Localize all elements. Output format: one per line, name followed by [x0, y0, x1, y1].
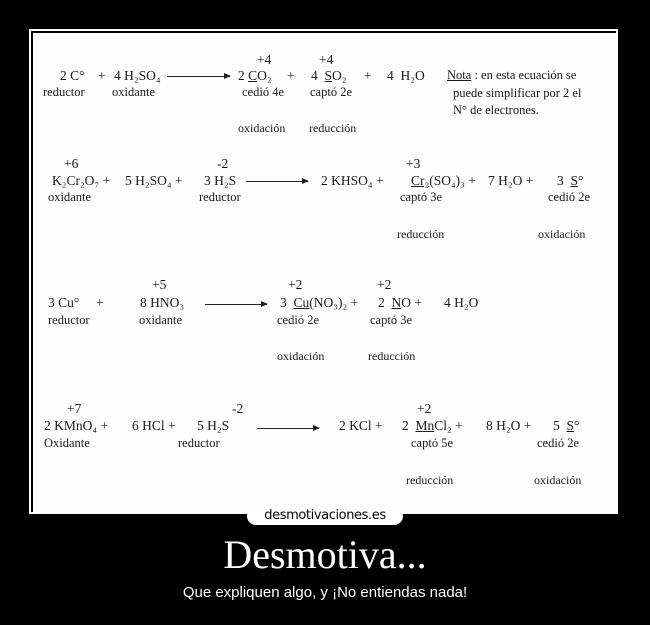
oxidation-state: -2 [232, 401, 244, 416]
process-label: oxidación [538, 227, 586, 241]
role-label: Oxidante [44, 436, 90, 450]
role-label: oxidante [139, 313, 183, 327]
process-label: reducción [368, 349, 416, 363]
reactant-hydrochloric-acid: 6 HCl + [132, 418, 176, 433]
reactant-potassium-permanganate: 2 KMnO₄ + [44, 418, 109, 433]
role-label: oxidante [112, 85, 156, 99]
reactant-hydrogen-sulfide: 3 H₂S [204, 173, 237, 188]
product-so2: 4 SO₂ [311, 68, 347, 83]
electron-label: captó 3e [370, 313, 412, 327]
electron-label: cedió 2e [277, 313, 319, 327]
electron-label: cedió 4e [242, 85, 284, 99]
plus-sign: + [287, 68, 295, 83]
reactant-copper: 3 Cu° [48, 295, 80, 310]
process-label: reducción [397, 227, 445, 241]
oxidation-state: +2 [417, 401, 432, 416]
watermark-badge: desmotivaciones.es [247, 507, 403, 525]
product-nitric-oxide: 2 NO + [378, 295, 422, 310]
product-potassium-chloride: 2 KCl + [339, 418, 383, 433]
oxidation-state: +3 [406, 156, 421, 171]
reactant-hydrogen-sulfide: 5 H₂S [197, 418, 230, 433]
reaction-arrow-icon [246, 178, 309, 184]
role-label: reductor [48, 313, 90, 327]
note-label: Nota [447, 68, 472, 82]
product-water: 8 H₂O + [486, 418, 532, 433]
process-label: oxidación [238, 121, 286, 135]
electron-label: captó 2e [310, 85, 352, 99]
product-water: 7 H₂O + [488, 173, 534, 188]
product-water: 4 H₂O [444, 295, 479, 310]
oxidation-state: +2 [288, 277, 303, 292]
product-sulfur: 5 S° [553, 418, 580, 433]
electron-label: captó 3e [400, 190, 442, 204]
electron-label: cedió 2e [548, 190, 590, 204]
reactant-carbon: 2 C° [60, 68, 85, 83]
product-water: 4 H₂O [387, 68, 425, 83]
product-copper-nitrate: 3 Cu(NO₃)₂ + [280, 295, 359, 310]
plus-sign: + [96, 295, 104, 310]
role-label: reductor [178, 436, 220, 450]
reactant-sulfuric-acid: 4 H₂SO₄ [114, 68, 161, 83]
redox-equations-image: +4 +4 2 C° + 4 H₂SO₄ 2 CO₂ + 4 SO₂ + 4 H… [33, 33, 616, 512]
watermark-text: desmotivaciones.es [264, 508, 386, 523]
product-manganese-chloride: 2 MnCl₂ + [402, 418, 463, 433]
reaction-arrow-icon [205, 301, 268, 307]
process-label: oxidación [277, 349, 325, 363]
process-label: reducción [406, 473, 454, 487]
product-sulfur: 3 S° [557, 173, 584, 188]
poster-title: Desmotiva... [223, 532, 427, 577]
plus-sign: + [364, 68, 372, 83]
note-line-3: N° de electrones. [453, 103, 539, 117]
note-line-1: : en esta ecuación se [471, 68, 577, 82]
process-label: oxidación [534, 473, 582, 487]
plus-sign: + [98, 68, 106, 83]
reaction-arrow-icon [167, 73, 231, 79]
role-label: oxidante [48, 190, 92, 204]
reactant-potassium-dichromate: K₂Cr₂O₇ + [52, 173, 111, 188]
electron-label: cedió 2e [537, 436, 579, 450]
product-chromium-sulfate: Cr₂(SO₄)₃ + [411, 173, 476, 188]
oxidation-state: +2 [377, 277, 392, 292]
electron-label: captó 5e [411, 436, 453, 450]
note-line-2: puede simplificar por 2 el [453, 86, 582, 100]
oxidation-state: +4 [257, 52, 272, 67]
note: Nota : en esta ecuación se [447, 69, 576, 82]
role-label: reductor [199, 190, 241, 204]
oxidation-state: +6 [64, 156, 79, 171]
oxidation-state: +7 [67, 401, 82, 416]
process-label: reducción [309, 121, 357, 135]
reactant-nitric-acid: 8 HNO₃ [140, 295, 185, 310]
reaction-arrow-icon [257, 425, 320, 431]
reactant-sulfuric-acid: 5 H₂SO₄ + [125, 173, 183, 188]
oxidation-state: +4 [319, 52, 334, 67]
role-label: reductor [43, 85, 85, 99]
poster-subtitle: Que expliquen algo, y ¡No entiendas nada… [182, 584, 468, 601]
oxidation-state: -2 [217, 156, 229, 171]
product-co2: 2 CO₂ [238, 68, 272, 83]
product-potassium-bisulfate: 2 KHSO₄ + [321, 173, 384, 188]
oxidation-state: +5 [152, 277, 167, 292]
